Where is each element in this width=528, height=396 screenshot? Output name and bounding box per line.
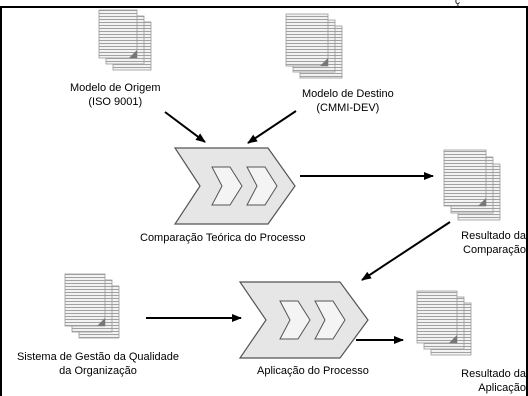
origin-model-label: Modelo de Origem (ISO 9001) [70, 82, 161, 108]
arrow-target-to-comparison [247, 110, 297, 144]
application-result-label: Resultado da Aplicação [461, 368, 526, 394]
top-clipped-text: ç [455, 0, 460, 7]
process-application-label: Aplicação do Processo [257, 365, 369, 377]
arrow-result-to-application [361, 221, 451, 281]
frame-left-border [0, 6, 2, 396]
process-chevron-comparison [173, 147, 296, 225]
frame-top-border [0, 0, 528, 8]
document-stack-quality-system-icon [64, 273, 120, 339]
comparison-result-label: Resultado da Comparação [461, 230, 526, 256]
theoretical-comparison-label: Comparação Teórica do Processo [140, 232, 306, 244]
arrow-origin-to-comparison [164, 111, 206, 143]
document-stack-origin-icon [98, 9, 152, 71]
document-stack-application-result-icon [416, 290, 472, 356]
quality-system-label: Sistema de Gestão da Qualidade da Organi… [16, 351, 180, 377]
frame-right-border [526, 6, 528, 396]
document-stack-comparison-result-icon [443, 149, 501, 221]
process-chevron-application [238, 281, 369, 359]
document-stack-target-icon [285, 13, 343, 79]
target-model-label: Modelo de Destino (CMMI-DEV) [302, 88, 394, 114]
